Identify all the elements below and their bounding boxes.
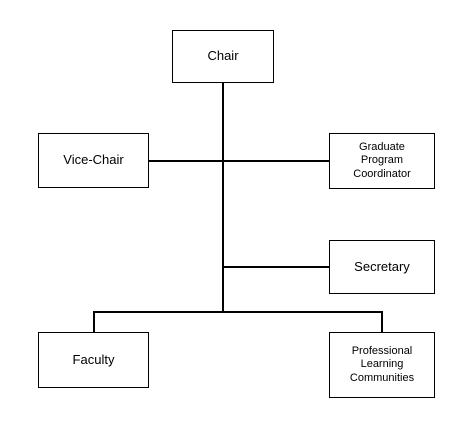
connector-plc — [381, 311, 383, 333]
connector-bottom-bar — [93, 311, 383, 313]
secretary-label: Secretary — [354, 258, 410, 274]
vice-chair-box: Vice-Chair — [38, 133, 149, 188]
graduate-program-coordinator-label: Graduate Program Coordinator — [353, 141, 411, 180]
secretary-box: Secretary — [329, 240, 435, 294]
chair-box: Chair — [172, 30, 274, 83]
connector-secretary — [222, 266, 330, 268]
vice-chair-label: Vice-Chair — [63, 152, 124, 168]
connector-chair-trunk — [222, 82, 224, 312]
professional-learning-communities-label: Professional Learning Communities — [349, 345, 415, 384]
faculty-label: Faculty — [72, 351, 115, 367]
faculty-box: Faculty — [38, 332, 149, 388]
connector-vice-chair-gpc — [148, 160, 330, 162]
chair-label: Chair — [207, 48, 239, 64]
connector-faculty — [93, 311, 95, 333]
graduate-program-coordinator-box: Graduate Program Coordinator — [329, 133, 435, 189]
professional-learning-communities-box: Professional Learning Communities — [329, 332, 435, 398]
